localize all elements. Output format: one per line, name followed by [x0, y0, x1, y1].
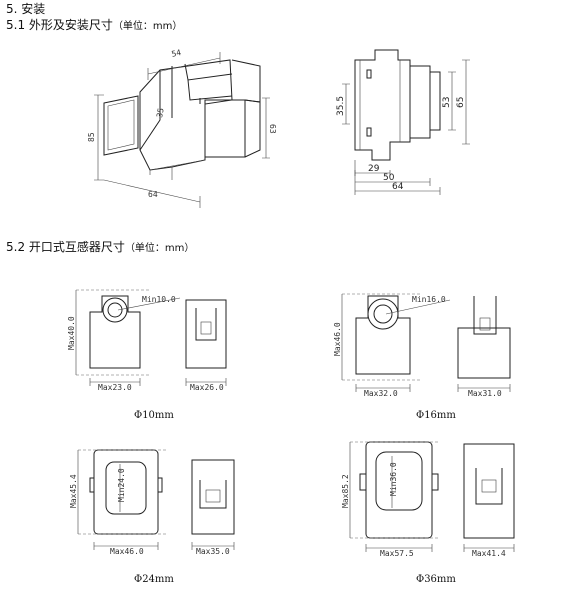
meter-isometric-drawing: 54 85 35 64 63	[87, 48, 277, 208]
meter-side-dim-front: 53	[442, 97, 452, 108]
subsection-1-number: 5.1	[6, 18, 26, 32]
meter-side-dim-29: 29	[368, 164, 380, 174]
ct-36-height: Max85.2	[341, 474, 350, 508]
meter-iso-dim-width: 54	[171, 48, 182, 59]
meter-iso-dim-front: 63	[268, 124, 277, 134]
ct-10-width: Max23.0	[98, 383, 132, 392]
meter-side-dim-height: 65	[456, 97, 466, 108]
section-title: 安装	[21, 2, 46, 16]
ct-24-caption: Φ24mm	[134, 574, 174, 585]
meter-side-dim-50: 50	[383, 173, 395, 183]
meter-iso-dim-height: 85	[87, 132, 96, 142]
subsection-1-unit: （单位：mm）	[112, 21, 183, 32]
meter-iso-dim-rail: 35	[155, 107, 166, 118]
subsection-2-title: 开口式互感器尺寸	[28, 240, 125, 254]
subsection-2-number: 5.2	[6, 240, 26, 254]
ct-10-caption: Φ10mm	[134, 410, 174, 421]
ct-16-depth: Max31.0	[468, 389, 502, 398]
ct-36-drawing: Min36.0 Max85.2 Max57.5 Max41.4 Φ36mm	[341, 441, 515, 585]
subsection-1-heading: 5.1 外形及安装尺寸（单位：mm）	[6, 18, 182, 34]
ct-16-width: Max32.0	[364, 389, 398, 398]
ct-24-depth: Max35.0	[196, 547, 230, 556]
ct-10-depth: Max26.0	[190, 383, 224, 392]
subsection-1-title: 外形及安装尺寸	[28, 18, 113, 32]
ct-36-width: Max57.5	[380, 549, 414, 558]
ct-24-hole: Min24.0	[117, 468, 126, 502]
meter-side-drawing: 35.5 53 65 29 50 64	[336, 49, 470, 195]
ct-10-hole: Min10.0	[142, 295, 176, 304]
meter-side-dim-64: 64	[392, 182, 404, 192]
meter-body-outline	[139, 59, 233, 171]
ct-10-drawing: Max40.0 Min10.0 Max23.0 Max26.0 Φ10mm	[67, 289, 227, 421]
meter-iso-dim-depth: 64	[148, 190, 158, 199]
ct-36-hole: Min36.0	[389, 462, 398, 496]
ct-10-height: Max40.0	[67, 316, 76, 350]
section-number: 5.	[6, 2, 18, 16]
ct-36-depth: Max41.4	[472, 549, 506, 558]
meter-front-panel	[204, 99, 246, 158]
ct-36-caption: Φ36mm	[416, 574, 456, 585]
subsection-2-heading: 5.2 开口式互感器尺寸（单位：mm）	[6, 240, 194, 256]
section-heading: 5. 安装	[6, 2, 45, 16]
ct-24-height: Max45.4	[69, 474, 78, 508]
meter-side-dim-rail: 35.5	[336, 96, 346, 116]
ct-16-height: Max46.0	[333, 322, 342, 356]
ct-16-drawing: Max46.0 Min16.0 Max32.0 Max31.0 Φ16mm	[333, 293, 511, 421]
din-rail	[103, 95, 139, 156]
ct-16-hole: Min16.0	[412, 295, 446, 304]
subsection-2-unit: （单位：mm）	[124, 243, 195, 254]
ct-16-caption: Φ16mm	[416, 410, 456, 421]
ct-24-width: Max46.0	[110, 547, 144, 556]
ct-24-drawing: Min24.0 Max45.4 Max46.0 Max35.0 Φ24mm	[69, 449, 235, 585]
